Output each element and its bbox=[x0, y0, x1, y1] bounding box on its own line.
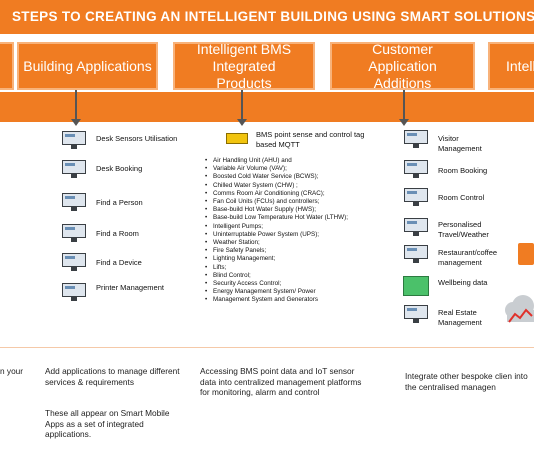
bms-point-list: Air Handling Unit (AHU) and Variable Air… bbox=[204, 157, 348, 305]
orange-band bbox=[0, 92, 534, 122]
app-label: Desk Booking bbox=[96, 164, 143, 173]
arrow-building bbox=[75, 90, 77, 120]
footer-building-text: Add applications to manage different ser… bbox=[45, 366, 180, 387]
monitor-icon bbox=[404, 245, 428, 263]
bms-item: Blind Control; bbox=[204, 272, 348, 280]
bms-item: Weather Station; bbox=[204, 239, 348, 247]
footer-left-fragment: n your bbox=[0, 366, 24, 376]
step-label: Intelli bbox=[506, 57, 534, 74]
bms-item: Lighting Management; bbox=[204, 255, 348, 263]
monitor-icon bbox=[62, 283, 86, 301]
app-label: Room Control bbox=[438, 193, 485, 202]
step-label: Customer Application Additions bbox=[368, 40, 437, 91]
arrow-head-icon bbox=[237, 119, 247, 126]
step-box-customer-applications: Customer Application Additions bbox=[330, 40, 475, 91]
app-label: Real Estate Management bbox=[438, 308, 482, 327]
arrow-head-icon bbox=[71, 119, 81, 126]
app-label: Visitor Management bbox=[438, 134, 482, 153]
monitor-icon bbox=[404, 160, 428, 178]
arrow-head-icon bbox=[399, 119, 409, 126]
bms-item: Variable Air Volume (VAV); bbox=[204, 165, 348, 173]
bms-device-label: BMS point sense and control tag based MQ… bbox=[256, 130, 365, 149]
app-label: Room Booking bbox=[438, 166, 488, 175]
app-label: Printer Management bbox=[96, 283, 164, 292]
monitor-icon bbox=[404, 130, 428, 148]
monitor-icon bbox=[404, 218, 428, 236]
app-label: Desk Sensors Utilisation bbox=[96, 134, 178, 143]
monitor-icon bbox=[404, 305, 428, 323]
step-box-intelligent-bms: Intelligent BMS Integrated Products bbox=[173, 40, 315, 91]
bms-item: Intelligent Pumps; bbox=[204, 223, 348, 231]
divider bbox=[0, 347, 534, 348]
bms-item: Base-build Hot Water Supply (HWS); bbox=[204, 206, 348, 214]
arrow-customer bbox=[403, 90, 405, 120]
bms-item: Chilled Water System (CHW) ; bbox=[204, 182, 348, 190]
footer-building-text-2: These all appear on Smart Mobile Apps as… bbox=[45, 408, 170, 439]
bms-device-icon bbox=[226, 133, 248, 144]
monitor-icon bbox=[62, 193, 86, 211]
page-title: STEPS TO CREATING AN INTELLIGENT BUILDIN… bbox=[12, 9, 534, 24]
bms-item-continued: Management System and Generators bbox=[204, 296, 348, 304]
bms-item: Air Handling Unit (AHU) and bbox=[204, 157, 348, 165]
bms-item: Security Access Control; bbox=[204, 280, 348, 288]
footer-customer-text: Integrate other bespoke clien into the c… bbox=[405, 371, 528, 392]
step-box-intelligent-partial: Intelli bbox=[488, 42, 534, 90]
bms-item: Comms Room Air Conditioning (CRAC); bbox=[204, 190, 348, 198]
app-label: Personalised Travel/Weather bbox=[438, 220, 489, 239]
bms-item: Uninterruptable Power System (UPS); bbox=[204, 231, 348, 239]
app-label: Find a Person bbox=[96, 198, 143, 207]
step-label: Building Applications bbox=[23, 57, 152, 74]
footer-bms-text: Accessing BMS point data and IoT sensor … bbox=[200, 366, 362, 397]
bms-item: Fire Safety Panels; bbox=[204, 247, 348, 255]
app-label: Wellbeing data bbox=[438, 278, 488, 287]
app-label: Find a Device bbox=[96, 258, 142, 267]
orange-square-icon bbox=[518, 243, 534, 265]
step-label: Intelligent BMS Integrated Products bbox=[196, 40, 292, 91]
title-banner: STEPS TO CREATING AN INTELLIGENT BUILDIN… bbox=[0, 0, 534, 34]
monitor-icon bbox=[62, 131, 86, 149]
bms-item: Energy Management System/ Power bbox=[204, 288, 348, 296]
app-label: Restaurant/coffee management bbox=[438, 248, 498, 267]
step-box-partial-left bbox=[0, 42, 14, 90]
bms-item: Lifts; bbox=[204, 264, 348, 272]
monitor-icon bbox=[404, 188, 428, 206]
bms-item: Fan Coil Units (FCUs) and controllers; bbox=[204, 198, 348, 206]
cloud-chart-icon bbox=[505, 295, 534, 323]
wellbeing-icon bbox=[403, 276, 429, 296]
bms-item: Boosted Cold Water Service (BCWS); bbox=[204, 173, 348, 181]
app-label: Find a Room bbox=[96, 229, 139, 238]
monitor-icon bbox=[62, 253, 86, 271]
monitor-icon bbox=[62, 160, 86, 178]
bms-item: Base-build Low Temperature Hot Water (LT… bbox=[204, 214, 348, 222]
arrow-bms bbox=[241, 90, 243, 120]
step-box-building-applications: Building Applications bbox=[17, 42, 158, 90]
monitor-icon bbox=[62, 224, 86, 242]
